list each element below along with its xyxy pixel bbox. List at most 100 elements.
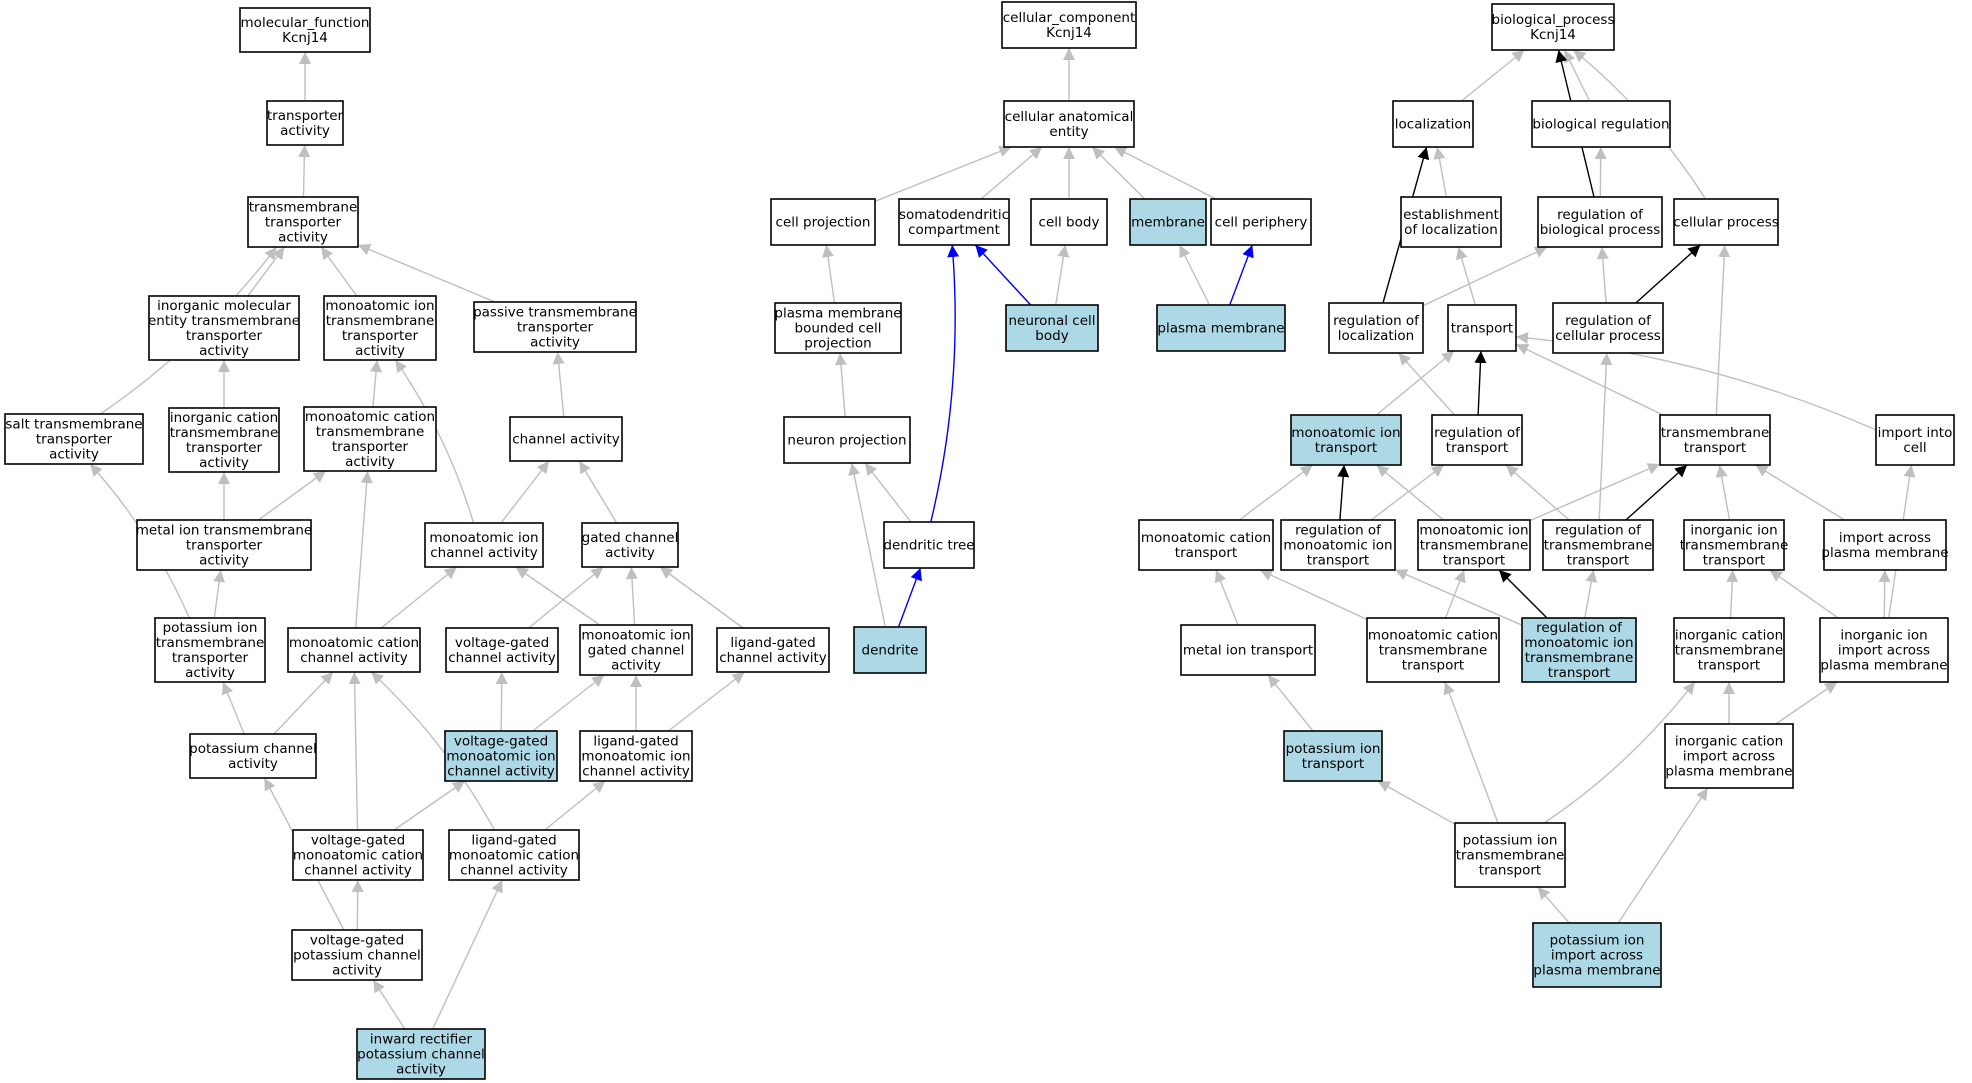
term-node-membrane[interactable]: membrane <box>1129 198 1207 246</box>
term-node-cellular-process[interactable]: cellular process <box>1673 198 1779 246</box>
edge-layer <box>89 48 1916 1030</box>
term-box <box>424 522 544 568</box>
term-label-line: dendrite <box>862 643 919 659</box>
term-label-line: channel activity <box>304 863 411 879</box>
term-node-metal-ion-tm[interactable]: metal ion transmembranetransporteractivi… <box>136 519 313 571</box>
term-node-metal-ion-transport[interactable]: metal ion transport <box>1180 624 1316 676</box>
term-box <box>898 198 1010 246</box>
term-node-dendrite[interactable]: dendrite <box>853 626 927 674</box>
term-node-inorg-cation-tm[interactable]: inorganic cationtransmembranetransporter… <box>168 407 280 473</box>
edge-inorg_cation_tm_transport-to-inorg_ion_tm_transport <box>1726 569 1739 619</box>
term-label-line: transporter <box>267 108 344 124</box>
term-label-line: cellular_component <box>1003 10 1135 26</box>
term-node-k-ion-tm-transporter[interactable]: potassium iontransmembranetransporteract… <box>154 617 266 683</box>
term-label-line: activity <box>280 123 330 139</box>
term-box <box>1156 304 1286 352</box>
term-node-plasma-membrane[interactable]: plasma membrane <box>1156 304 1286 352</box>
term-box <box>581 522 679 568</box>
term-label-line: import across <box>1839 530 1931 546</box>
term-label-line: transmembrane <box>156 635 265 651</box>
term-node-localization[interactable]: localization <box>1392 100 1474 148</box>
term-label-line: activity <box>396 1062 446 1078</box>
term-label-line: transmembrane <box>1680 538 1789 554</box>
term-node-cell-projection[interactable]: cell projection <box>770 198 876 246</box>
edge-k_ion_tm_transport-to-k_ion_transport <box>1377 780 1456 825</box>
term-label-line: monoatomic cation <box>293 848 423 864</box>
term-node-monoion-tm-transporter[interactable]: monoatomic iontransmembranetransporterac… <box>323 295 437 361</box>
term-node-transport[interactable]: transport <box>1447 304 1517 352</box>
edge-monoion_transport-to-transport <box>1375 350 1455 416</box>
term-node-dendritic-tree[interactable]: dendritic tree <box>883 521 975 569</box>
term-label-line: potassium ion <box>1463 833 1558 849</box>
term-label-line: transporter <box>342 328 419 344</box>
term-box <box>1521 617 1637 683</box>
term-box <box>1005 304 1099 352</box>
term-node-cell-body[interactable]: cell body <box>1030 198 1108 246</box>
term-label-line: transport <box>1548 665 1610 681</box>
term-box <box>136 519 312 571</box>
term-node-channel-activity[interactable]: channel activity <box>509 416 623 462</box>
term-node-neuron-projection[interactable]: neuron projection <box>783 416 911 464</box>
term-box <box>853 626 927 674</box>
term-label-line: channel activity <box>460 863 567 879</box>
term-label-line: ligand-gated <box>730 635 815 651</box>
term-node-monocation-tm-transporter[interactable]: monoatomic cationtransmembranetransporte… <box>303 406 437 472</box>
edge-monocation_channel-to-monocation_tm_transporter <box>355 470 373 629</box>
term-node-biological-regulation[interactable]: biological regulation <box>1531 100 1671 148</box>
term-label-line: transporter <box>186 328 263 344</box>
term-box <box>1532 922 1662 988</box>
term-node-cell-periphery[interactable]: cell periphery <box>1210 198 1312 246</box>
term-label-line: transmembrane <box>1675 643 1784 659</box>
term-label-line: channel activity <box>430 545 537 561</box>
edge-biological_regulation-to-bp_root <box>1563 49 1591 102</box>
term-box <box>444 730 558 782</box>
